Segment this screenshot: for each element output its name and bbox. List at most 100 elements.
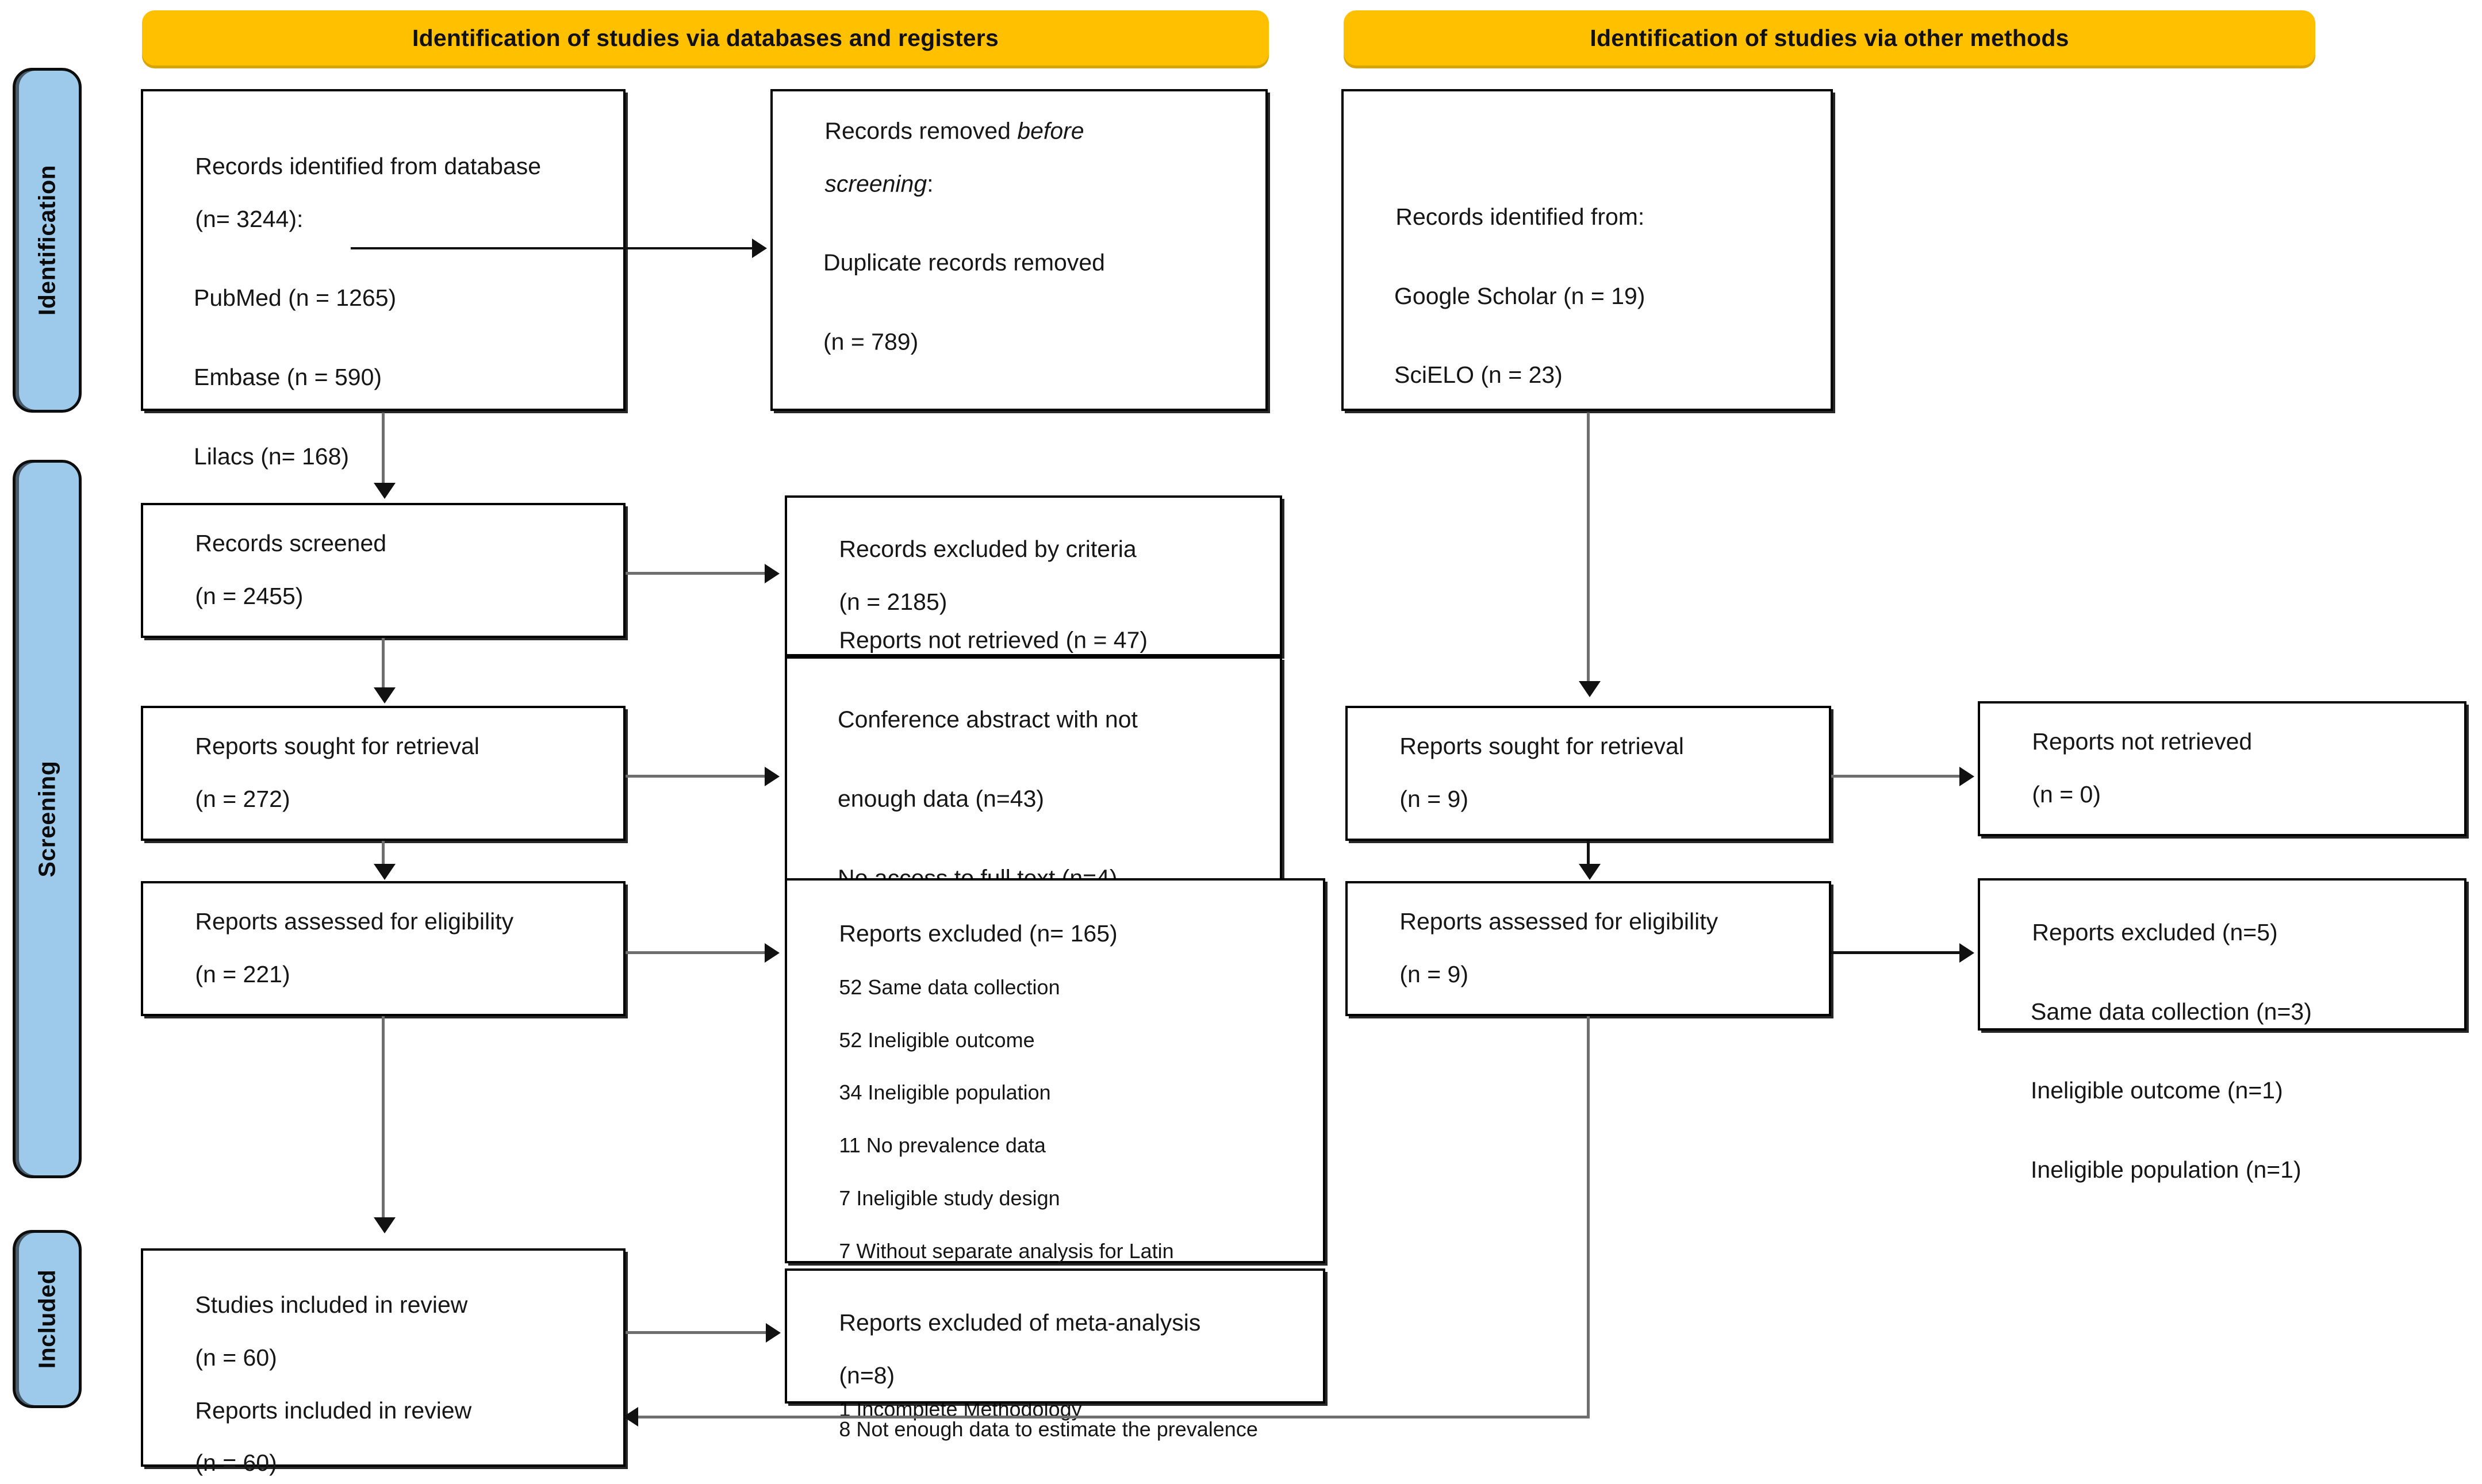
box-reports-assessed-right: Reports assessed for eligibility (n = 9): [1345, 881, 1831, 1016]
records-identified-title: Records identified from database: [195, 152, 542, 179]
box-records-screened: Records screened (n = 2455): [141, 503, 626, 638]
source-scielo: SciELO (n = 23): [1394, 362, 1563, 389]
included-line-4: (n = 60): [195, 1450, 277, 1477]
reports-assessed-left-count: (n = 221): [195, 961, 290, 988]
excl-reason-3: 34 Ineligible population: [839, 1081, 1051, 1105]
excl-reason-5: 7 Ineligible study design: [839, 1186, 1060, 1210]
records-screened-count: (n = 2455): [195, 583, 304, 610]
connector-other-identified-to-sought: [1587, 413, 1590, 683]
connector-sought-to-not-retrieved: [626, 775, 766, 778]
connector-assessed-right-to-excluded: [1831, 951, 1961, 954]
connector-sought-right-to-not-retrieved: [1831, 775, 1961, 778]
excl-meta-title: Reports excluded of meta-analysis: [839, 1309, 1201, 1336]
records-screened-title: Records screened: [195, 530, 387, 557]
right-excl-reason-3: Ineligible population (n=1): [2031, 1156, 2301, 1183]
phase-identification: Identification: [13, 68, 82, 413]
box-reports-assessed-left-text: Reports assessed for eligibility (n = 22…: [156, 883, 617, 1015]
box-studies-included-text: Studies included in review (n = 60) Repo…: [156, 1266, 617, 1484]
phase-included: Included: [13, 1230, 82, 1408]
box-reports-excluded-right: Reports excluded (n=5) Same data collect…: [1978, 878, 2466, 1183]
reports-sought-right-count: (n = 9): [1399, 786, 1468, 813]
arrow-right-column-to-included: [623, 1407, 638, 1427]
arrow-screened-to-excluded: [765, 564, 780, 583]
arrow-screened-to-sought: [374, 687, 396, 703]
phase-included-label: Included: [33, 1269, 60, 1369]
excl-meta-reason: 8 Not enough data to estimate the preval…: [839, 1417, 1258, 1441]
not-retrieved-reason-2: enough data (n=43): [838, 785, 1045, 812]
reports-assessed-right-count: (n = 9): [1399, 961, 1468, 988]
excl-reason-4: 11 No prevalence data: [839, 1133, 1046, 1158]
not-retrieved-reason-1: Conference abstract with not: [838, 706, 1138, 733]
box-reports-sought-right: Reports sought for retrieval (n = 9): [1345, 706, 1831, 841]
arrow-assessed-to-excluded: [765, 943, 780, 963]
box-records-removed-text: Records removed before screening: Duplic…: [785, 92, 1260, 409]
box-reports-sought-right-text: Reports sought for retrieval (n = 9): [1360, 708, 1823, 840]
connector-identified-to-removed: [351, 247, 753, 249]
box-records-identified-other-text: Records identified from: Google Scholar …: [1356, 178, 1825, 441]
excl-reason-6: 7 Without separate analysis for Latin: [839, 1239, 1174, 1263]
arrow-assessed-right-to-excluded: [1959, 943, 1974, 963]
box-records-screened-text: Records screened (n = 2455): [156, 505, 617, 637]
header-databases-registers: Identification of studies via databases …: [142, 10, 1269, 66]
box-records-excluded-criteria: Records excluded by criteria (n = 2185): [785, 495, 1282, 656]
phase-screening-label: Screening: [33, 760, 60, 878]
arrow-included-to-excluded-meta: [766, 1323, 781, 1343]
right-excl-reason-2: Ineligible outcome (n=1): [2031, 1077, 2283, 1104]
connector-identified-to-screened: [382, 413, 385, 485]
box-records-removed-before-screening: Records removed before screening: Duplic…: [770, 89, 1268, 411]
reports-assessed-left-title: Reports assessed for eligibility: [195, 908, 514, 935]
connector-assessed-right-to-included: [638, 1416, 1590, 1418]
arrow-identified-to-removed: [752, 239, 767, 258]
arrow-assessed-to-included: [374, 1217, 396, 1233]
connector-sought-to-assessed: [382, 841, 385, 867]
box-reports-excluded-left: Reports excluded (n= 165) 52 Same data c…: [785, 878, 1325, 1421]
box-studies-included: Studies included in review (n = 60) Repo…: [141, 1248, 626, 1476]
reports-assessed-right-title: Reports assessed for eligibility: [1399, 908, 1718, 935]
source-pubmed: PubMed (n = 1265): [194, 285, 397, 312]
reports-not-retrieved-title: Reports not retrieved (n = 47): [839, 627, 1148, 654]
connector-assessed-to-excluded: [626, 951, 766, 954]
connector-included-to-excluded-meta: [626, 1331, 768, 1334]
source-google-scholar: Google Scholar (n = 19): [1394, 282, 1645, 309]
right-not-retrieved-count: (n = 0): [2032, 781, 2101, 808]
connector-assessed-to-included: [382, 1016, 385, 1220]
reports-sought-left-title: Reports sought for retrieval: [195, 733, 479, 760]
right-excluded-title: Reports excluded (n=5): [2032, 918, 2278, 945]
connector-sought-right-to-assessed: [1587, 841, 1590, 867]
box-reports-assessed-right-text: Reports assessed for eligibility (n = 9): [1360, 883, 1823, 1015]
records-excluded-title: Records excluded by criteria: [839, 536, 1137, 563]
box-reports-assessed-left: Reports assessed for eligibility (n = 22…: [141, 881, 626, 1016]
phase-screening: Screening: [13, 460, 82, 1178]
box-reports-excluded-meta: Reports excluded of meta-analysis (n=8) …: [785, 1268, 1325, 1440]
connector-assessed-right-down: [1587, 1016, 1590, 1418]
removed-italic-before: before: [1017, 117, 1084, 144]
header-other-label: Identification of studies via other meth…: [1590, 24, 2069, 51]
removed-colon: :: [927, 170, 934, 197]
included-line-1: Studies included in review: [195, 1291, 468, 1318]
other-identified-title: Records identified from:: [1395, 203, 1645, 230]
arrow-sought-to-not-retrieved: [765, 767, 780, 786]
duplicate-records-removed: Duplicate records removed: [823, 249, 1105, 276]
records-identified-count: (n= 3244):: [195, 205, 304, 232]
removed-italic-screening: screening: [824, 170, 927, 197]
arrow-identified-to-screened: [374, 483, 396, 499]
source-lilacs: Lilacs (n= 168): [194, 443, 350, 470]
box-records-excluded-criteria-text: Records excluded by criteria (n = 2185): [800, 510, 1274, 642]
removed-line1: Records removed: [824, 117, 1018, 144]
source-embase: Embase (n = 590): [194, 364, 382, 391]
box-reports-not-retrieved-right: Reports not retrieved (n = 0): [1978, 701, 2466, 836]
included-line-2: (n = 60): [195, 1344, 277, 1371]
reports-excluded-left-title: Reports excluded (n= 165): [839, 920, 1118, 947]
excl-reason-2: 52 Ineligible outcome: [839, 1028, 1035, 1052]
box-reports-excluded-meta-text: Reports excluded of meta-analysis (n=8) …: [800, 1283, 1317, 1468]
excl-meta-count: (n=8): [839, 1362, 895, 1389]
connector-screened-to-sought: [382, 638, 385, 690]
box-reports-not-retrieved-right-text: Reports not retrieved (n = 0): [1993, 703, 2458, 835]
excl-reason-1: 52 Same data collection: [839, 975, 1060, 999]
right-not-retrieved-title: Reports not retrieved: [2032, 728, 2253, 755]
arrow-other-identified-to-sought: [1579, 681, 1601, 697]
phase-identification-label: Identification: [33, 164, 60, 316]
header-databases-label: Identification of studies via databases …: [412, 24, 999, 51]
box-reports-excluded-right-text: Reports excluded (n=5) Same data collect…: [1993, 893, 2458, 1236]
